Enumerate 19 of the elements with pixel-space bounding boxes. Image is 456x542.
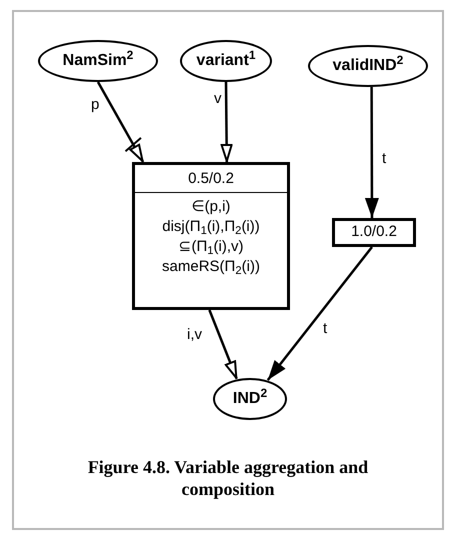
arrow bbox=[96, 81, 144, 163]
constraint-text: disj(Π$_{1}$(i),Π$_{2}$(i)) bbox=[162, 217, 260, 237]
weight-label: 1.0/0.2 bbox=[351, 222, 397, 242]
weight-box bbox=[332, 218, 416, 247]
arrow bbox=[208, 310, 238, 380]
node-label: variant$^{1}$ bbox=[196, 53, 256, 69]
node-label: IND$^{2}$ bbox=[232, 391, 268, 407]
constraint-box bbox=[132, 162, 290, 310]
arrow bbox=[266, 246, 373, 381]
weight-label: 0.5/0.2 bbox=[188, 168, 234, 188]
arrow bbox=[364, 87, 379, 218]
constraint-text: ∈(p,i) bbox=[192, 197, 230, 217]
node-label: validIND$^{2}$ bbox=[332, 58, 404, 74]
constraint-text: sameRS(Π$_{2}$(i)) bbox=[162, 257, 260, 277]
caption: Figure 4.8. Variable aggregation and composition bbox=[86, 456, 370, 500]
node-label: NamSim$^{2}$ bbox=[62, 53, 134, 69]
edge-label: i,v bbox=[186, 326, 203, 344]
arrow bbox=[220, 82, 233, 162]
constraint-text: ⊆(Π$_{1}$(i),v) bbox=[178, 237, 244, 257]
